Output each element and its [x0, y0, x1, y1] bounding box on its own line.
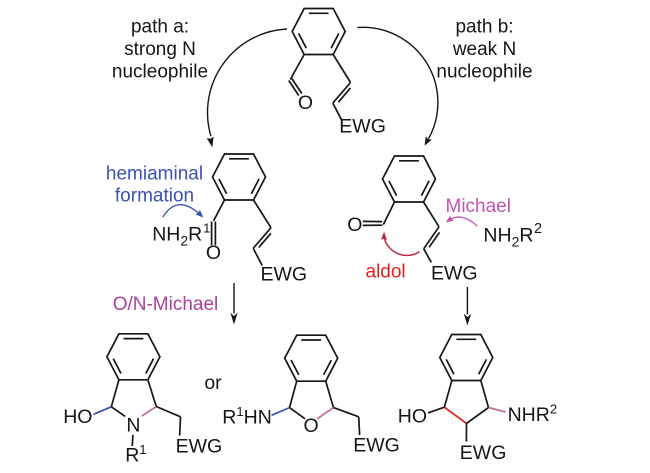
svg-text:HO: HO: [398, 406, 427, 428]
svg-text:NH2R2: NH2R2: [483, 221, 542, 249]
svg-text:nucleophile: nucleophile: [436, 62, 532, 83]
svg-text:R1HN: R1HN: [222, 404, 271, 429]
svg-text:aldol: aldol: [366, 262, 406, 283]
svg-text:EWG: EWG: [261, 264, 308, 286]
svg-text:hemiaminal: hemiaminal: [106, 164, 203, 185]
svg-text:path b:: path b:: [455, 17, 513, 38]
svg-text:O/N-Michael: O/N-Michael: [113, 294, 219, 315]
svg-text:formation: formation: [115, 186, 194, 207]
svg-text:N: N: [126, 414, 140, 436]
svg-text:strong N: strong N: [124, 39, 196, 60]
svg-text:Michael: Michael: [446, 196, 511, 217]
svg-text:EWG: EWG: [353, 435, 400, 457]
svg-text:O: O: [304, 415, 319, 437]
svg-text:O: O: [298, 92, 313, 114]
svg-text:or: or: [204, 372, 222, 394]
svg-text:nucleophile: nucleophile: [112, 62, 208, 83]
svg-text:path a:: path a:: [131, 17, 189, 38]
svg-text:EWG: EWG: [460, 442, 507, 464]
svg-text:weak N: weak N: [452, 39, 516, 60]
svg-text:O: O: [347, 214, 362, 236]
svg-text:NHR2: NHR2: [508, 401, 557, 426]
svg-text:O: O: [206, 242, 221, 264]
svg-text:EWG: EWG: [339, 116, 386, 138]
svg-text:HO: HO: [63, 406, 92, 428]
svg-text:EWG: EWG: [431, 263, 478, 285]
svg-text:EWG: EWG: [176, 436, 223, 458]
